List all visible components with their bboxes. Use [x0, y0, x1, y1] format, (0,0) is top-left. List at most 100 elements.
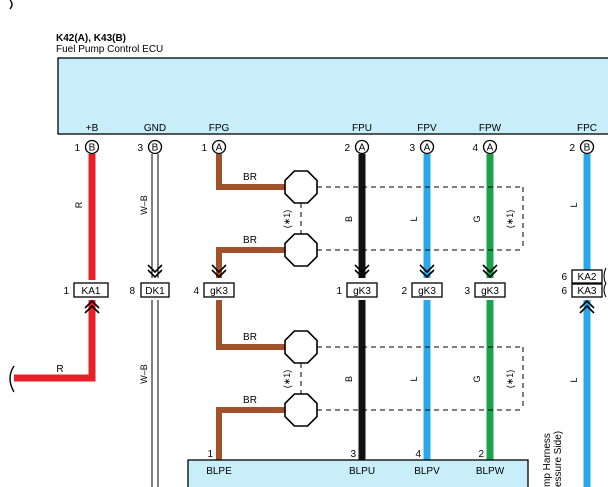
wire-label-b-upper: B: [344, 216, 354, 222]
svg-text:gK3: gK3: [353, 286, 371, 297]
ecu-pin-plus-b: 1 B: [74, 139, 100, 155]
bottom-pin-label-blpu: BLPU: [349, 466, 375, 477]
shield-group-upper: [300, 186, 524, 251]
svg-text:4: 4: [472, 143, 478, 154]
wire-brown-4: [216, 407, 285, 460]
pump-harness-box: [187, 459, 529, 487]
ecu-pin-label-fpv: FPV: [417, 123, 437, 134]
ecu-pin-fpc: 2 B: [569, 139, 595, 155]
wire-label-b-lower: B: [344, 376, 354, 382]
svg-text:B: B: [584, 143, 591, 154]
svg-text:8: 8: [129, 286, 135, 297]
wire-red-lower: [14, 300, 96, 382]
ecu-pin-fpw: 4 A: [472, 139, 498, 155]
splice-octagon-1: [284, 170, 318, 204]
wire-label-br-3: BR: [243, 332, 257, 343]
svg-text:2: 2: [401, 286, 407, 297]
svg-text:A: A: [216, 143, 223, 154]
svg-text:6: 6: [561, 286, 567, 297]
bottom-pin-label-blpw: BLPW: [476, 466, 505, 477]
bottom-pin-label-blpv: BLPV: [414, 466, 440, 477]
svg-text:A: A: [487, 143, 494, 154]
ecu-box: [57, 57, 608, 135]
shield-note-lower-left: (∗1): [282, 370, 292, 389]
wire-label-l-upper: L: [409, 216, 419, 221]
bottom-pin-num-blpu: 3: [350, 449, 356, 460]
connector-gk3-fpu: 1 gK3: [336, 264, 378, 298]
wire-label-wb-upper: W–B: [139, 195, 149, 215]
shield-note-lower-right: (∗1): [505, 370, 515, 389]
svg-text:gK3: gK3: [418, 286, 436, 297]
bottom-pin-num-blpv: 4: [415, 449, 421, 460]
connector-gk3-fpw: 3 gK3: [464, 264, 506, 298]
connector-dk1: 8 DK1: [129, 264, 170, 298]
wire-label-br-1: BR: [243, 172, 257, 183]
splice-octagon-4: [284, 393, 318, 427]
ecu-pin-label-gnd: GND: [144, 123, 166, 134]
svg-text:gK3: gK3: [210, 286, 228, 297]
svg-text:KA3: KA3: [578, 286, 597, 297]
shield-note-upper-left: (∗1): [282, 210, 292, 229]
svg-text:1: 1: [336, 286, 342, 297]
svg-text:B: B: [89, 143, 96, 154]
diagram-title: K42(A), K43(B): [56, 33, 126, 44]
connector-ka2: 6 KA2: [561, 267, 607, 285]
splice-octagon-3: [284, 330, 318, 364]
svg-text:KA1: KA1: [82, 286, 101, 297]
harness-label-line1: mp Harness: [542, 433, 553, 487]
wire-break-mark: [9, 365, 15, 393]
bottom-pin-num-blpw: 2: [478, 449, 484, 460]
connector-ka1: 1 KA1: [63, 282, 109, 314]
corner-mark: [9, 0, 13, 10]
ecu-pin-gnd: 3 B: [137, 139, 163, 155]
bottom-pin-num-blpe: 1: [207, 449, 213, 460]
wire-label-r-lower: R: [56, 364, 63, 375]
svg-text:A: A: [359, 143, 366, 154]
wire-label-g-lower: G: [472, 375, 482, 382]
svg-text:2: 2: [344, 143, 350, 154]
harness-label-line2: essure Side): [553, 431, 564, 487]
splice-octagon-2: [284, 233, 318, 267]
ecu-pin-label-plus-b: +B: [86, 123, 99, 134]
svg-text:3: 3: [409, 143, 415, 154]
connector-ka3: 6 KA3: [561, 282, 607, 314]
wire-label-r-upper: R: [74, 201, 84, 208]
connector-gk3-fpv: 2 gK3: [401, 264, 443, 298]
wire-label-g-upper: G: [472, 215, 482, 222]
svg-text:1: 1: [201, 143, 207, 154]
bottom-pin-label-blpe: BLPE: [206, 466, 232, 477]
connector-gk3-fpg: 4 gK3: [193, 264, 235, 298]
wire-label-br-4: BR: [243, 395, 257, 406]
ecu-pin-label-fpc: FPC: [577, 123, 597, 134]
wire-label-wb-lower: W–B: [139, 364, 149, 384]
svg-text:B: B: [152, 143, 159, 154]
wire-brown-2: [216, 247, 285, 278]
ecu-pin-fpg: 1 A: [201, 139, 227, 155]
svg-text:6: 6: [561, 272, 567, 283]
svg-text:gK3: gK3: [481, 286, 499, 297]
svg-text:3: 3: [137, 143, 143, 154]
wire-label-l-fpc-lower: L: [569, 377, 579, 382]
svg-text:1: 1: [74, 143, 80, 154]
ecu-pin-label-fpg: FPG: [209, 123, 230, 134]
svg-text:3: 3: [464, 286, 470, 297]
diagram-subtitle: Fuel Pump Control ECU: [56, 44, 163, 55]
ecu-pin-fpv: 3 A: [409, 139, 435, 155]
shield-group-lower: [300, 346, 524, 411]
svg-text:A: A: [424, 143, 431, 154]
svg-text:DK1: DK1: [145, 286, 165, 297]
ecu-pin-label-fpu: FPU: [352, 123, 372, 134]
svg-text:2: 2: [569, 143, 575, 154]
svg-text:KA2: KA2: [578, 272, 597, 283]
shield-note-upper-right: (∗1): [505, 210, 515, 229]
wire-brown-3: [216, 300, 285, 350]
wire-label-l-lower: L: [409, 376, 419, 381]
wire-brown-1: [216, 154, 285, 190]
wire-label-br-2: BR: [243, 235, 257, 246]
ecu-pin-fpu: 2 A: [344, 139, 370, 155]
svg-text:4: 4: [193, 286, 199, 297]
wire-label-l-fpc-upper: L: [569, 202, 579, 207]
ecu-pin-label-fpw: FPW: [479, 123, 502, 134]
svg-text:1: 1: [63, 286, 69, 297]
